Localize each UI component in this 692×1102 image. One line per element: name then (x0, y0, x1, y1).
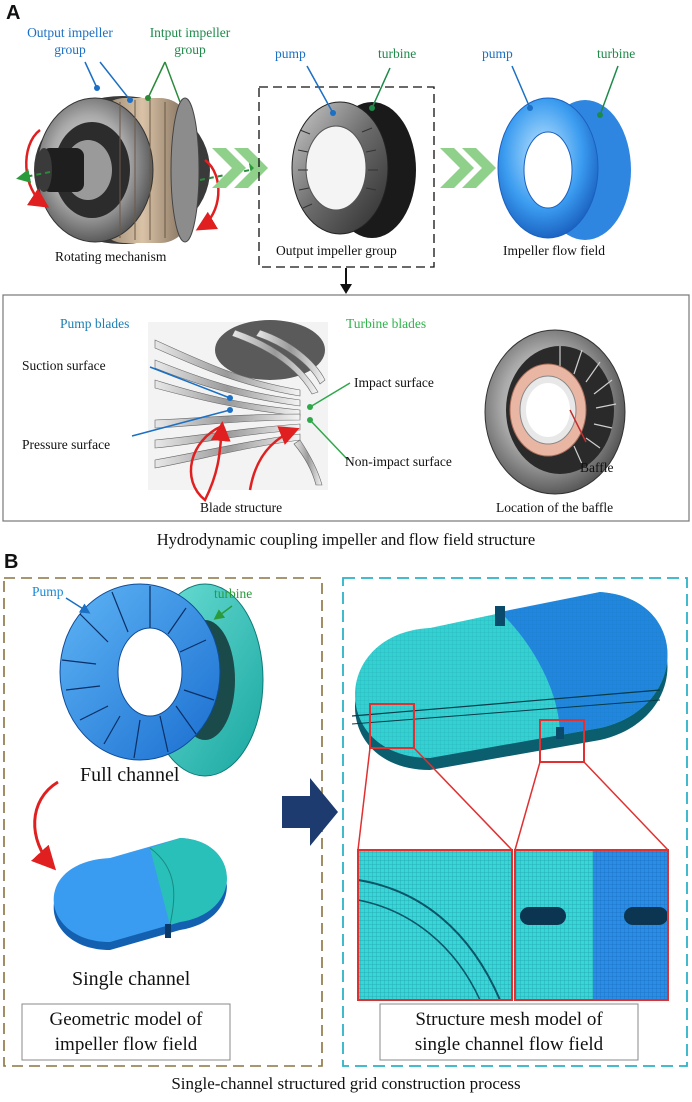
input-impeller-group-label: Intput impeller group (130, 24, 250, 58)
pump-blades-label: Pump blades (60, 316, 130, 331)
impeller-flow-field-image (497, 65, 631, 240)
impact-surface-label: Impact surface (354, 375, 434, 390)
panel-a-title: Hydrodynamic coupling impeller and flow … (156, 530, 536, 549)
panel-b-title: Single-channel structured grid construct… (171, 1074, 521, 1093)
structure-mesh-line-2: single channel flow field (414, 1034, 604, 1055)
caption-rotating-mechanism: Rotating mechanism (55, 249, 167, 264)
turbine-label-b: turbine (214, 586, 253, 601)
input-impeller-group-line-2: group (174, 42, 206, 57)
pressure-surface-label: Pressure surface (22, 437, 111, 452)
baffle-label: Baffle (580, 460, 614, 475)
output-impeller-group-line-2: group (54, 42, 86, 57)
pump-label-2: pump (482, 46, 513, 61)
turbine-blades-label: Turbine blades (346, 316, 427, 331)
structure-mesh-label-box (379, 1003, 639, 1061)
baffle-location-image (484, 329, 626, 495)
down-arrow-icon (340, 284, 352, 294)
full-channel-label: Full channel (80, 764, 180, 786)
output-impeller-image (291, 65, 416, 238)
mesh-zoom-inset-2 (514, 849, 669, 1001)
input-impeller-group-line-1: Intput impeller (149, 25, 231, 40)
chevron-arrow-1 (212, 148, 268, 188)
geometric-model-label: Geometric model of impeller flow field (22, 1007, 230, 1057)
caption-output-impeller-group: Output impeller group (276, 243, 397, 258)
structure-mesh-line-1: Structure mesh model of (415, 1009, 603, 1030)
structure-mesh-frame (342, 577, 688, 1067)
big-navy-arrow-icon (282, 778, 338, 846)
non-impact-surface-label: Non-impact surface (345, 454, 452, 469)
rotating-mechanism-image (16, 61, 264, 244)
geometric-model-line-2: impeller flow field (54, 1034, 198, 1055)
panel-b-letter: B (4, 551, 19, 573)
suction-surface-label: Suction surface (22, 358, 106, 373)
curved-red-arrow (30, 780, 59, 871)
caption-impeller-flow-field: Impeller flow field (503, 243, 605, 258)
turbine-label-1: turbine (378, 46, 417, 61)
blade-detail-frame (2, 294, 690, 522)
output-impeller-group-label: Output impeller group (10, 24, 130, 58)
caption-blade-structure: Blade structure (200, 500, 283, 515)
output-impeller-group-line-1: Output impeller (27, 25, 113, 40)
structure-mesh-3d-image (351, 592, 669, 851)
chevron-arrow-2 (440, 148, 496, 188)
structure-mesh-label: Structure mesh model of single channel f… (380, 1007, 638, 1057)
panel-a-letter: A (6, 2, 21, 24)
caption-baffle-location: Location of the baffle (496, 500, 614, 515)
pump-label-1: pump (275, 46, 306, 61)
full-channel-image (59, 583, 264, 777)
turbine-label-2: turbine (597, 46, 636, 61)
geometric-model-line-1: Geometric model of (49, 1009, 203, 1030)
blade-structure-image (131, 320, 351, 502)
geometric-model-label-box (21, 1003, 231, 1061)
mesh-zoom-inset-1 (357, 849, 513, 1001)
pump-label-b: Pump (32, 584, 64, 599)
output-group-dashed-frame (258, 86, 435, 268)
single-channel-label: Single channel (72, 968, 191, 990)
single-channel-image (53, 838, 227, 950)
